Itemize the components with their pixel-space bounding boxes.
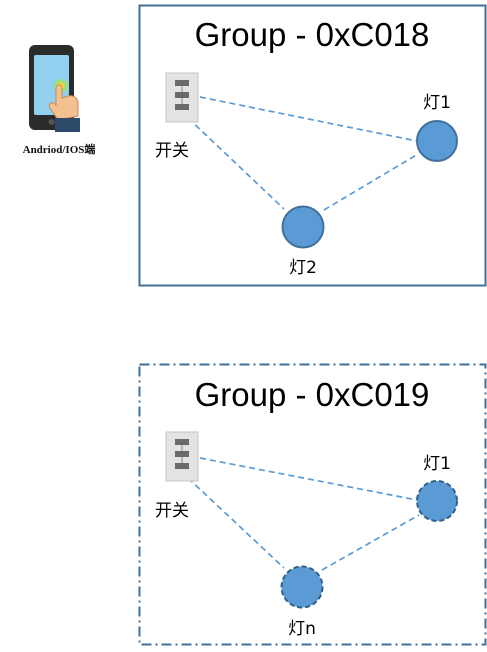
- group-border: [138, 4, 487, 287]
- smartphone-touch-icon: [29, 45, 80, 132]
- switch-panel-icon: [165, 431, 199, 482]
- app-client: Andriod/IOS端: [23, 45, 96, 156]
- group-title: Group - 0xC019: [195, 376, 430, 413]
- app-label: Andriod/IOS端: [23, 142, 96, 156]
- switch-label: 开关: [155, 141, 189, 161]
- light-label: 灯1: [423, 454, 451, 474]
- light-node: [416, 480, 458, 522]
- group-border: [138, 363, 487, 646]
- switch-panel-icon: [165, 72, 199, 123]
- light-node: [416, 120, 458, 162]
- link-lines: [187, 96, 419, 211]
- group-box-1: Group - 0xC018 开关 灯1 灯2: [138, 4, 487, 287]
- link-lines: [187, 457, 420, 571]
- group-title: Group - 0xC018: [195, 16, 430, 53]
- link-switch-light2: [187, 117, 285, 210]
- light-label: 灯1: [423, 93, 451, 113]
- switch-label: 开关: [155, 501, 189, 521]
- link-switch-light1: [199, 457, 418, 501]
- light-label: 灯n: [288, 619, 316, 639]
- light-label: 灯2: [289, 258, 317, 278]
- link-light2-light1: [323, 153, 419, 211]
- light-node: [281, 205, 325, 249]
- link-switch-light1: [199, 96, 418, 142]
- link-lightn-light1: [321, 514, 420, 571]
- link-switch-lightn: [187, 477, 285, 569]
- group-box-2: Group - 0xC019 开关 灯1 灯n: [138, 363, 487, 646]
- light-node: [280, 565, 324, 609]
